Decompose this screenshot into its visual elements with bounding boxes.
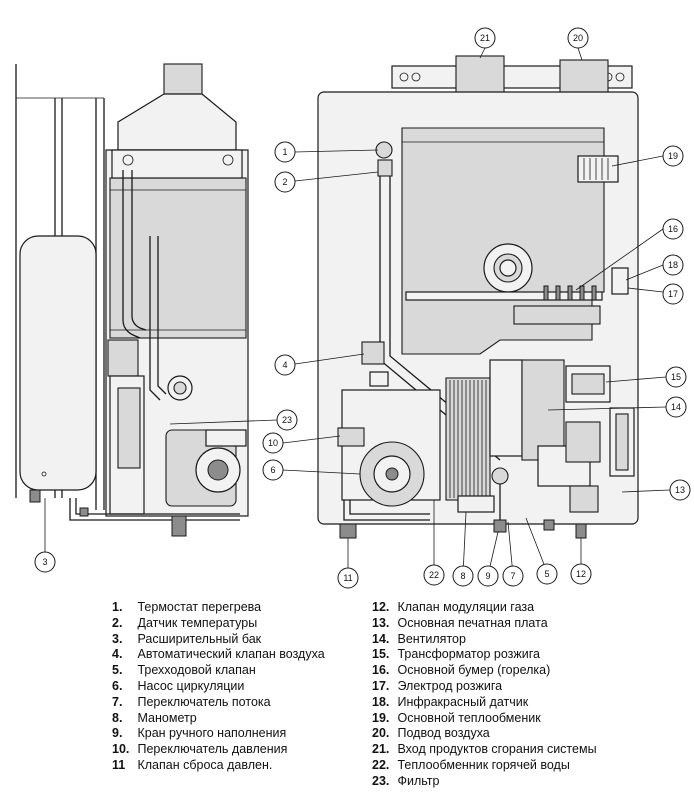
svg-text:8: 8 xyxy=(460,571,465,581)
expansion-tank xyxy=(19,235,97,491)
callout-23: 23 xyxy=(276,409,298,431)
legend-item: 6. Насос циркуляции xyxy=(112,678,245,693)
svg-text:7: 7 xyxy=(510,571,515,581)
callout-6: 6 xyxy=(262,459,284,481)
legend-item: 23. Фильтр xyxy=(372,773,440,788)
callout-15: 15 xyxy=(665,366,687,388)
callout-13: 13 xyxy=(669,479,691,501)
legend-item: 19. Основной теплообменик xyxy=(372,710,541,725)
legend-item: 12. Клапан модуляции газа xyxy=(372,600,535,614)
callout-20: 20 xyxy=(567,27,589,49)
legend-item: 2. Датчик температуры xyxy=(112,615,258,630)
legend-left: 1. Термостат перегрева 2. Датчик темпера… xyxy=(112,600,325,774)
boiler-diagram: 1 2 3 4 5 6 7 8 9 10 11 12 13 14 15 16 1… xyxy=(15,27,691,589)
legend-item: 13. Основная печатная плата xyxy=(372,615,548,630)
callout-19: 19 xyxy=(662,145,684,167)
callout-7: 7 xyxy=(502,565,524,587)
legend-item: 1. Термостат перегрева xyxy=(112,600,262,614)
legend-item: 15. Трансформатор розжига xyxy=(372,647,540,662)
legend-item: 9. Кран ручного наполнения xyxy=(112,726,287,741)
callout-8: 8 xyxy=(452,565,474,587)
legend-item: 3. Расширительный бак xyxy=(112,631,262,646)
svg-text:20: 20 xyxy=(573,33,583,43)
svg-text:22: 22 xyxy=(429,570,439,580)
svg-text:23: 23 xyxy=(282,415,292,425)
svg-text:4: 4 xyxy=(282,360,287,370)
callout-1: 1 xyxy=(274,141,296,163)
legend-item: 11 Клапан сброса давлен. xyxy=(112,757,273,772)
svg-text:2: 2 xyxy=(282,177,287,187)
callout-4: 4 xyxy=(274,354,296,376)
side-view xyxy=(15,63,249,537)
svg-text:3: 3 xyxy=(42,557,47,567)
legend-item: 5. Трехходовой клапан xyxy=(112,663,256,678)
svg-text:19: 19 xyxy=(668,151,678,161)
legend-item: 8. Манометр xyxy=(112,710,197,725)
svg-text:14: 14 xyxy=(671,402,681,412)
legend-item: 16. Основной бумер (горелка) xyxy=(372,663,551,678)
callout-2: 2 xyxy=(274,171,296,193)
svg-text:9: 9 xyxy=(485,571,490,581)
svg-text:10: 10 xyxy=(268,438,278,448)
callout-21: 21 xyxy=(474,27,496,49)
callout-12: 12 xyxy=(570,563,592,585)
callout-22: 22 xyxy=(423,564,445,586)
callout-3: 3 xyxy=(34,551,56,573)
svg-text:5: 5 xyxy=(544,569,549,579)
legend-right: 12. Клапан модуляции газа 13. Основная п… xyxy=(372,600,597,790)
legend-item: 14. Вентилятор xyxy=(372,631,466,646)
legend-item: 4. Автоматический клапан воздуха xyxy=(112,647,325,662)
callout-10: 10 xyxy=(262,432,284,454)
legend-item: 7. Переключатель потока xyxy=(112,694,271,709)
svg-text:12: 12 xyxy=(576,569,586,579)
svg-text:18: 18 xyxy=(668,260,678,270)
legend-item: 18. Инфракрасный датчик xyxy=(372,694,529,709)
legend-item: 20. Подвод воздуха xyxy=(372,726,490,741)
callout-11: 11 xyxy=(337,567,359,589)
front-view xyxy=(317,55,639,539)
legend-item: 21. Вход продуктов сгорания системы xyxy=(372,742,597,757)
svg-text:17: 17 xyxy=(668,289,678,299)
svg-text:21: 21 xyxy=(480,33,490,43)
callout-14: 14 xyxy=(665,396,687,418)
callout-5: 5 xyxy=(536,563,558,585)
svg-text:16: 16 xyxy=(668,224,678,234)
svg-text:15: 15 xyxy=(671,372,681,382)
legend-item: 17. Электрод розжига xyxy=(372,678,503,693)
callouts: 1 2 3 4 5 6 7 8 9 10 11 12 13 14 15 16 1… xyxy=(34,27,691,589)
svg-text:1: 1 xyxy=(282,147,287,157)
callout-17: 17 xyxy=(662,283,684,305)
svg-text:13: 13 xyxy=(675,485,685,495)
callout-9: 9 xyxy=(477,565,499,587)
legend-item: 22. Теплообменник горячей воды xyxy=(372,757,570,772)
callout-18: 18 xyxy=(662,254,684,276)
legend-item: 10. Переключатель давления xyxy=(112,742,288,757)
callout-16: 16 xyxy=(662,218,684,240)
svg-text:6: 6 xyxy=(270,465,275,475)
svg-text:11: 11 xyxy=(343,573,352,583)
